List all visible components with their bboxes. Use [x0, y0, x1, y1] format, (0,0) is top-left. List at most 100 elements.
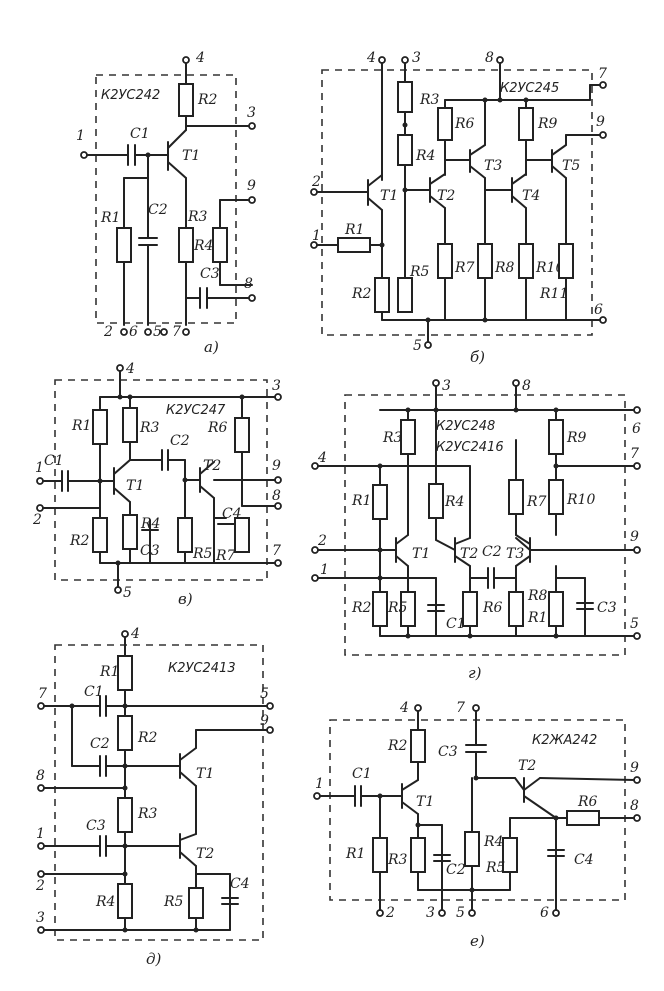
circuit-b-title: К2УС245 [500, 81, 559, 96]
circuit-a-pin-1-label: 1 [76, 128, 85, 144]
circuit-b-resistor-r9 [518, 107, 534, 141]
circuit-g-label-r5: R5 [387, 600, 408, 616]
circuit-b-transistor-t2: T2 [437, 188, 455, 204]
circuit-d-pin-7-label: 7 [38, 686, 47, 702]
circuit-v-label-r6: R6 [207, 420, 228, 436]
circuit-b-pin-6-label: 6 [594, 302, 603, 318]
circuit-b-label-r8: R8 [494, 260, 515, 276]
circuit-v-pin-5-label: 5 [123, 585, 132, 601]
circuit-g-pin-2-label: 2 [317, 533, 327, 549]
circuit-e-caption: е) [470, 932, 485, 950]
circuit-g-label-r1: R1 [351, 493, 371, 509]
circuit-b-resistor-r6 [437, 107, 453, 141]
circuit-a-pin-6-label: 6 [129, 324, 138, 340]
circuit-d-resistor-r2 [117, 715, 133, 751]
circuit-e-label-r3: R3 [387, 852, 408, 868]
circuit-d-label-c3: C3 [86, 818, 106, 834]
circuit-d-label-c1: C1 [84, 684, 104, 700]
circuit-e-pin-6-label: 6 [540, 905, 549, 921]
circuit-d-resistor-r3 [117, 797, 133, 833]
circuit-d-label-r1: R1 [99, 664, 119, 680]
circuit-g-title-2: К2УС2416 [436, 440, 504, 455]
circuit-d-caption: д) [146, 950, 162, 968]
circuit-a-resistor-r2 [178, 83, 194, 117]
circuit-b-transistor-t1: T1 [380, 188, 398, 204]
circuit-e-resistor-r1 [372, 837, 388, 873]
circuit-g-pin-1-label: 1 [320, 562, 329, 578]
circuit-e-label-r4: R4 [483, 834, 503, 850]
circuit-e-pin-4-label: 4 [399, 700, 409, 716]
circuit-b-pin-5-label: 5 [413, 338, 422, 354]
circuit-a-label-c1: C1 [130, 126, 150, 142]
circuit-v-pin-7-label: 7 [272, 543, 281, 559]
circuit-g-resistor-r6 [462, 591, 478, 627]
circuit-d-label-r4: R4 [95, 894, 115, 910]
circuit-e-label-c4: C4 [574, 852, 594, 868]
circuit-e-pin-7-label: 7 [456, 700, 465, 716]
circuit-g-resistor-r5 [400, 591, 416, 627]
circuit-a-pin-7-label: 7 [172, 324, 181, 340]
circuit-e-label-r2: R2 [387, 738, 408, 754]
circuit-v-label-c1: C1 [44, 453, 64, 469]
circuit-b-transistor-t5: T5 [562, 158, 580, 174]
circuit-v: К2УС247 4 3 1 2 9 8 7 5 R1 R2 R3 C1 T1 C… [32, 361, 282, 608]
circuit-v-pin-8-label: 8 [272, 488, 281, 504]
circuit-a-pin-3-label: 3 [247, 105, 256, 121]
circuit-v-title: К2УС247 [166, 403, 226, 418]
circuit-d-frame [54, 644, 264, 941]
circuit-v-resistor-r3 [122, 407, 138, 443]
circuit-b-transistor-t4: T4 [522, 188, 540, 204]
circuit-g-caption: г) [468, 664, 482, 682]
circuit-v-resistor-r5 [177, 517, 193, 553]
circuit-d-label-r5: R5 [163, 894, 184, 910]
circuit-g-resistor-r8 [508, 591, 524, 627]
circuit-d-label-c2: C2 [90, 736, 110, 752]
circuit-d-pin-4-label: 4 [130, 626, 140, 642]
circuit-a-resistor-r4 [212, 227, 228, 263]
circuit-a-pin-3 [248, 122, 256, 130]
circuit-a-label-r3: R3 [187, 209, 208, 225]
circuit-b-label-r10: R10 [535, 260, 564, 276]
circuit-g-pin-3-label: 3 [442, 378, 451, 394]
circuit-e-transistor-t1: T1 [416, 794, 434, 810]
circuit-b-label-r2: R2 [351, 286, 372, 302]
circuit-d-pin-5-label: 5 [260, 686, 269, 702]
circuit-a-resistor-r1 [116, 227, 132, 263]
circuit-a-frame [95, 74, 237, 324]
circuit-b-transistor-t3: T3 [484, 158, 502, 174]
circuit-e-label-r1: R1 [345, 846, 365, 862]
circuit-a-label-r1: R1 [100, 210, 120, 226]
circuit-e-resistor-r3 [410, 837, 426, 873]
circuit-e-pin-8-label: 8 [630, 798, 639, 814]
circuit-b-label-r9: R9 [537, 116, 558, 132]
circuit-e: К2ЖА242 4 7 1 9 8 2 3 5 6 R2 C3 C1 T1 T2… [313, 700, 641, 950]
circuit-d: К2УС2413 4 7 5 9 8 1 2 3 R1 C1 C2 R2 T1 … [35, 626, 274, 968]
circuit-b-pin-1-label: 1 [312, 228, 321, 244]
circuit-d-resistor-r1 [117, 655, 133, 691]
circuit-a-label-c2: C2 [148, 202, 168, 218]
circuit-a-title: К2УС242 [101, 88, 160, 103]
circuit-v-transistor-t1: T1 [126, 478, 144, 494]
circuit-d-label-r3: R3 [137, 806, 158, 822]
circuit-g-label-r4: R4 [444, 494, 464, 510]
circuit-b-pin-9-label: 9 [596, 114, 605, 130]
circuit-e-label-c3: C3 [438, 744, 458, 760]
circuit-a-pin-4 [182, 56, 190, 64]
circuit-g-label-r8: R8 [527, 588, 548, 604]
circuit-b-label-r5: R5 [409, 264, 430, 280]
circuit-b-resistor-r1 [337, 237, 371, 253]
circuit-v-pin-2-label: 2 [32, 512, 42, 528]
circuit-g-resistor-r10 [548, 479, 564, 515]
circuit-e-pin-3-label: 3 [426, 905, 435, 921]
circuit-v-pin-3-label: 3 [272, 378, 281, 394]
circuit-b-label-r6: R6 [454, 116, 475, 132]
circuit-d-transistor-t1: T1 [196, 766, 214, 782]
circuit-g-resistor-r7 [508, 479, 524, 515]
circuit-g-label-c2: C2 [482, 544, 502, 560]
circuit-d-pin-8-label: 8 [36, 768, 45, 784]
circuit-e-resistor-r4 [464, 831, 480, 867]
circuit-a-resistor-r3 [178, 227, 194, 263]
circuit-d-pin-9-label: 9 [260, 713, 269, 729]
circuit-d-title: К2УС2413 [168, 661, 236, 676]
circuit-d-resistor-r5 [188, 887, 204, 919]
